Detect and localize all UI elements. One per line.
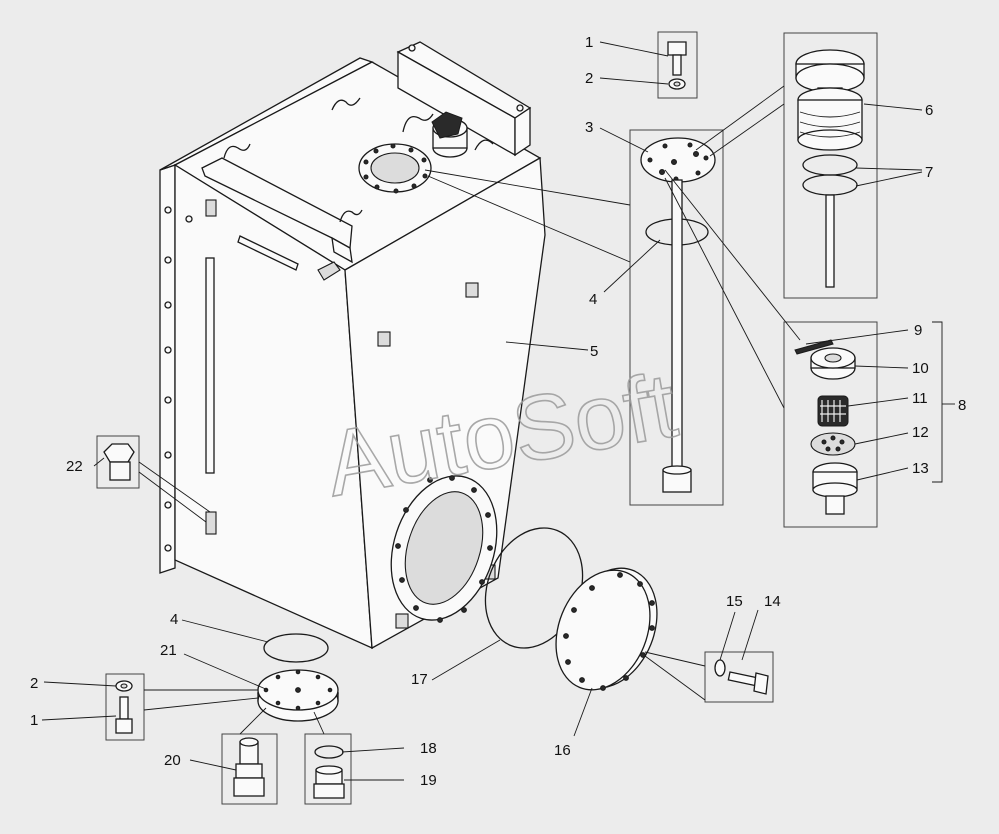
callout-3: 3 xyxy=(585,119,593,136)
callout-1-bottom: 1 xyxy=(30,712,38,729)
strainer-kit xyxy=(783,321,878,528)
callout-2-top: 2 xyxy=(585,70,593,87)
callout-21: 21 xyxy=(160,642,177,659)
callout-16: 16 xyxy=(554,742,571,759)
bolt-washer-top xyxy=(657,31,698,99)
callout-15: 15 xyxy=(726,593,743,610)
callout-12: 12 xyxy=(912,424,929,441)
callout-14: 14 xyxy=(764,593,781,610)
callout-labels: 1 2 3 4 5 6 7 8 9 10 11 12 13 14 15 16 1… xyxy=(30,34,966,789)
callout-4-mid: 4 xyxy=(589,291,597,308)
drain-assembly-group xyxy=(96,435,352,805)
callout-5: 5 xyxy=(590,343,598,360)
callout-13: 13 xyxy=(912,460,929,477)
callout-10: 10 xyxy=(912,360,929,377)
callout-17: 17 xyxy=(411,671,428,688)
callout-22: 22 xyxy=(66,458,83,475)
callout-8: 8 xyxy=(958,397,966,414)
callout-7: 7 xyxy=(925,164,933,181)
filler-cap-assembly xyxy=(783,32,878,299)
callout-19: 19 xyxy=(420,772,437,789)
callout-2-bottom: 2 xyxy=(30,675,38,692)
fuel-sender-assembly xyxy=(629,129,724,506)
callout-4-bottom: 4 xyxy=(170,611,178,628)
tank-body xyxy=(159,41,546,650)
callout-11: 11 xyxy=(912,390,928,407)
callout-18: 18 xyxy=(420,740,437,757)
leader-lines xyxy=(41,41,955,781)
callout-1-top: 1 xyxy=(585,34,593,51)
inspection-cover-group xyxy=(484,527,774,703)
callout-9: 9 xyxy=(914,322,922,339)
callout-20: 20 xyxy=(164,752,181,769)
callout-6: 6 xyxy=(925,102,933,119)
